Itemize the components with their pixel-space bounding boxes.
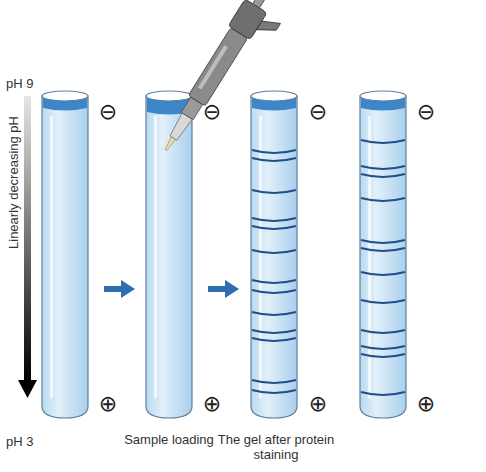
protein-band: [361, 346, 405, 349]
tube-body: [360, 96, 406, 418]
electrode-symbol: ⊕: [99, 393, 117, 415]
ph-arrow: [24, 96, 31, 381]
tube-body: [251, 96, 297, 418]
protein-band: [361, 248, 405, 251]
axis-label: Linearly decreasing pH: [6, 116, 21, 249]
protein-band: [361, 166, 405, 169]
tube-body: [146, 96, 192, 418]
protein-band: [252, 158, 296, 161]
protein-band: [361, 272, 405, 275]
protein-band: [252, 280, 296, 283]
protein-band: [252, 390, 296, 393]
electrode-symbol: ⊖: [309, 101, 327, 123]
protein-band: [252, 330, 296, 333]
electrode-symbol: ⊕: [309, 393, 327, 415]
tube-rim: [146, 91, 192, 101]
protein-band: [361, 330, 405, 333]
electrode-symbol: ⊖: [417, 101, 435, 123]
protein-band: [252, 290, 296, 293]
ph-arrowhead: [18, 380, 37, 398]
electrode-symbol: ⊕: [203, 393, 221, 415]
gel-tube: [251, 91, 297, 418]
tube-rim: [42, 91, 88, 101]
step-caption: The gel after protein staining: [216, 432, 336, 462]
tube-body: [42, 96, 88, 418]
ph-label: pH 3: [6, 434, 33, 449]
protein-band: [361, 300, 405, 303]
gel-tube: [42, 91, 88, 418]
protein-band: [252, 312, 296, 315]
protein-band: [252, 218, 296, 221]
gel-tube: [360, 91, 406, 418]
protein-band: [361, 240, 405, 243]
electrode-symbol: ⊖: [203, 101, 221, 123]
protein-band: [361, 174, 405, 177]
step-caption: Sample loading: [124, 432, 214, 447]
tube-rim: [360, 91, 406, 101]
protein-band: [252, 226, 296, 229]
protein-band: [252, 250, 296, 253]
process-arrows: [104, 280, 239, 298]
protein-band: [252, 150, 296, 153]
tube-highlight: [259, 116, 262, 398]
ph-label: pH 9: [6, 76, 33, 91]
protein-band: [252, 190, 296, 193]
tube-rim: [251, 91, 297, 101]
protein-band: [361, 392, 405, 395]
electrode-symbol: ⊕: [417, 393, 435, 415]
protein-band: [361, 198, 405, 201]
tube-highlight: [50, 116, 53, 398]
protein-band: [252, 380, 296, 383]
tube-highlight: [154, 116, 157, 398]
electrode-symbol: ⊖: [99, 101, 117, 123]
pipette: [155, 0, 292, 166]
protein-band: [361, 140, 405, 143]
gel-tube: [146, 91, 192, 418]
protein-band: [361, 354, 405, 357]
protein-band: [252, 338, 296, 341]
